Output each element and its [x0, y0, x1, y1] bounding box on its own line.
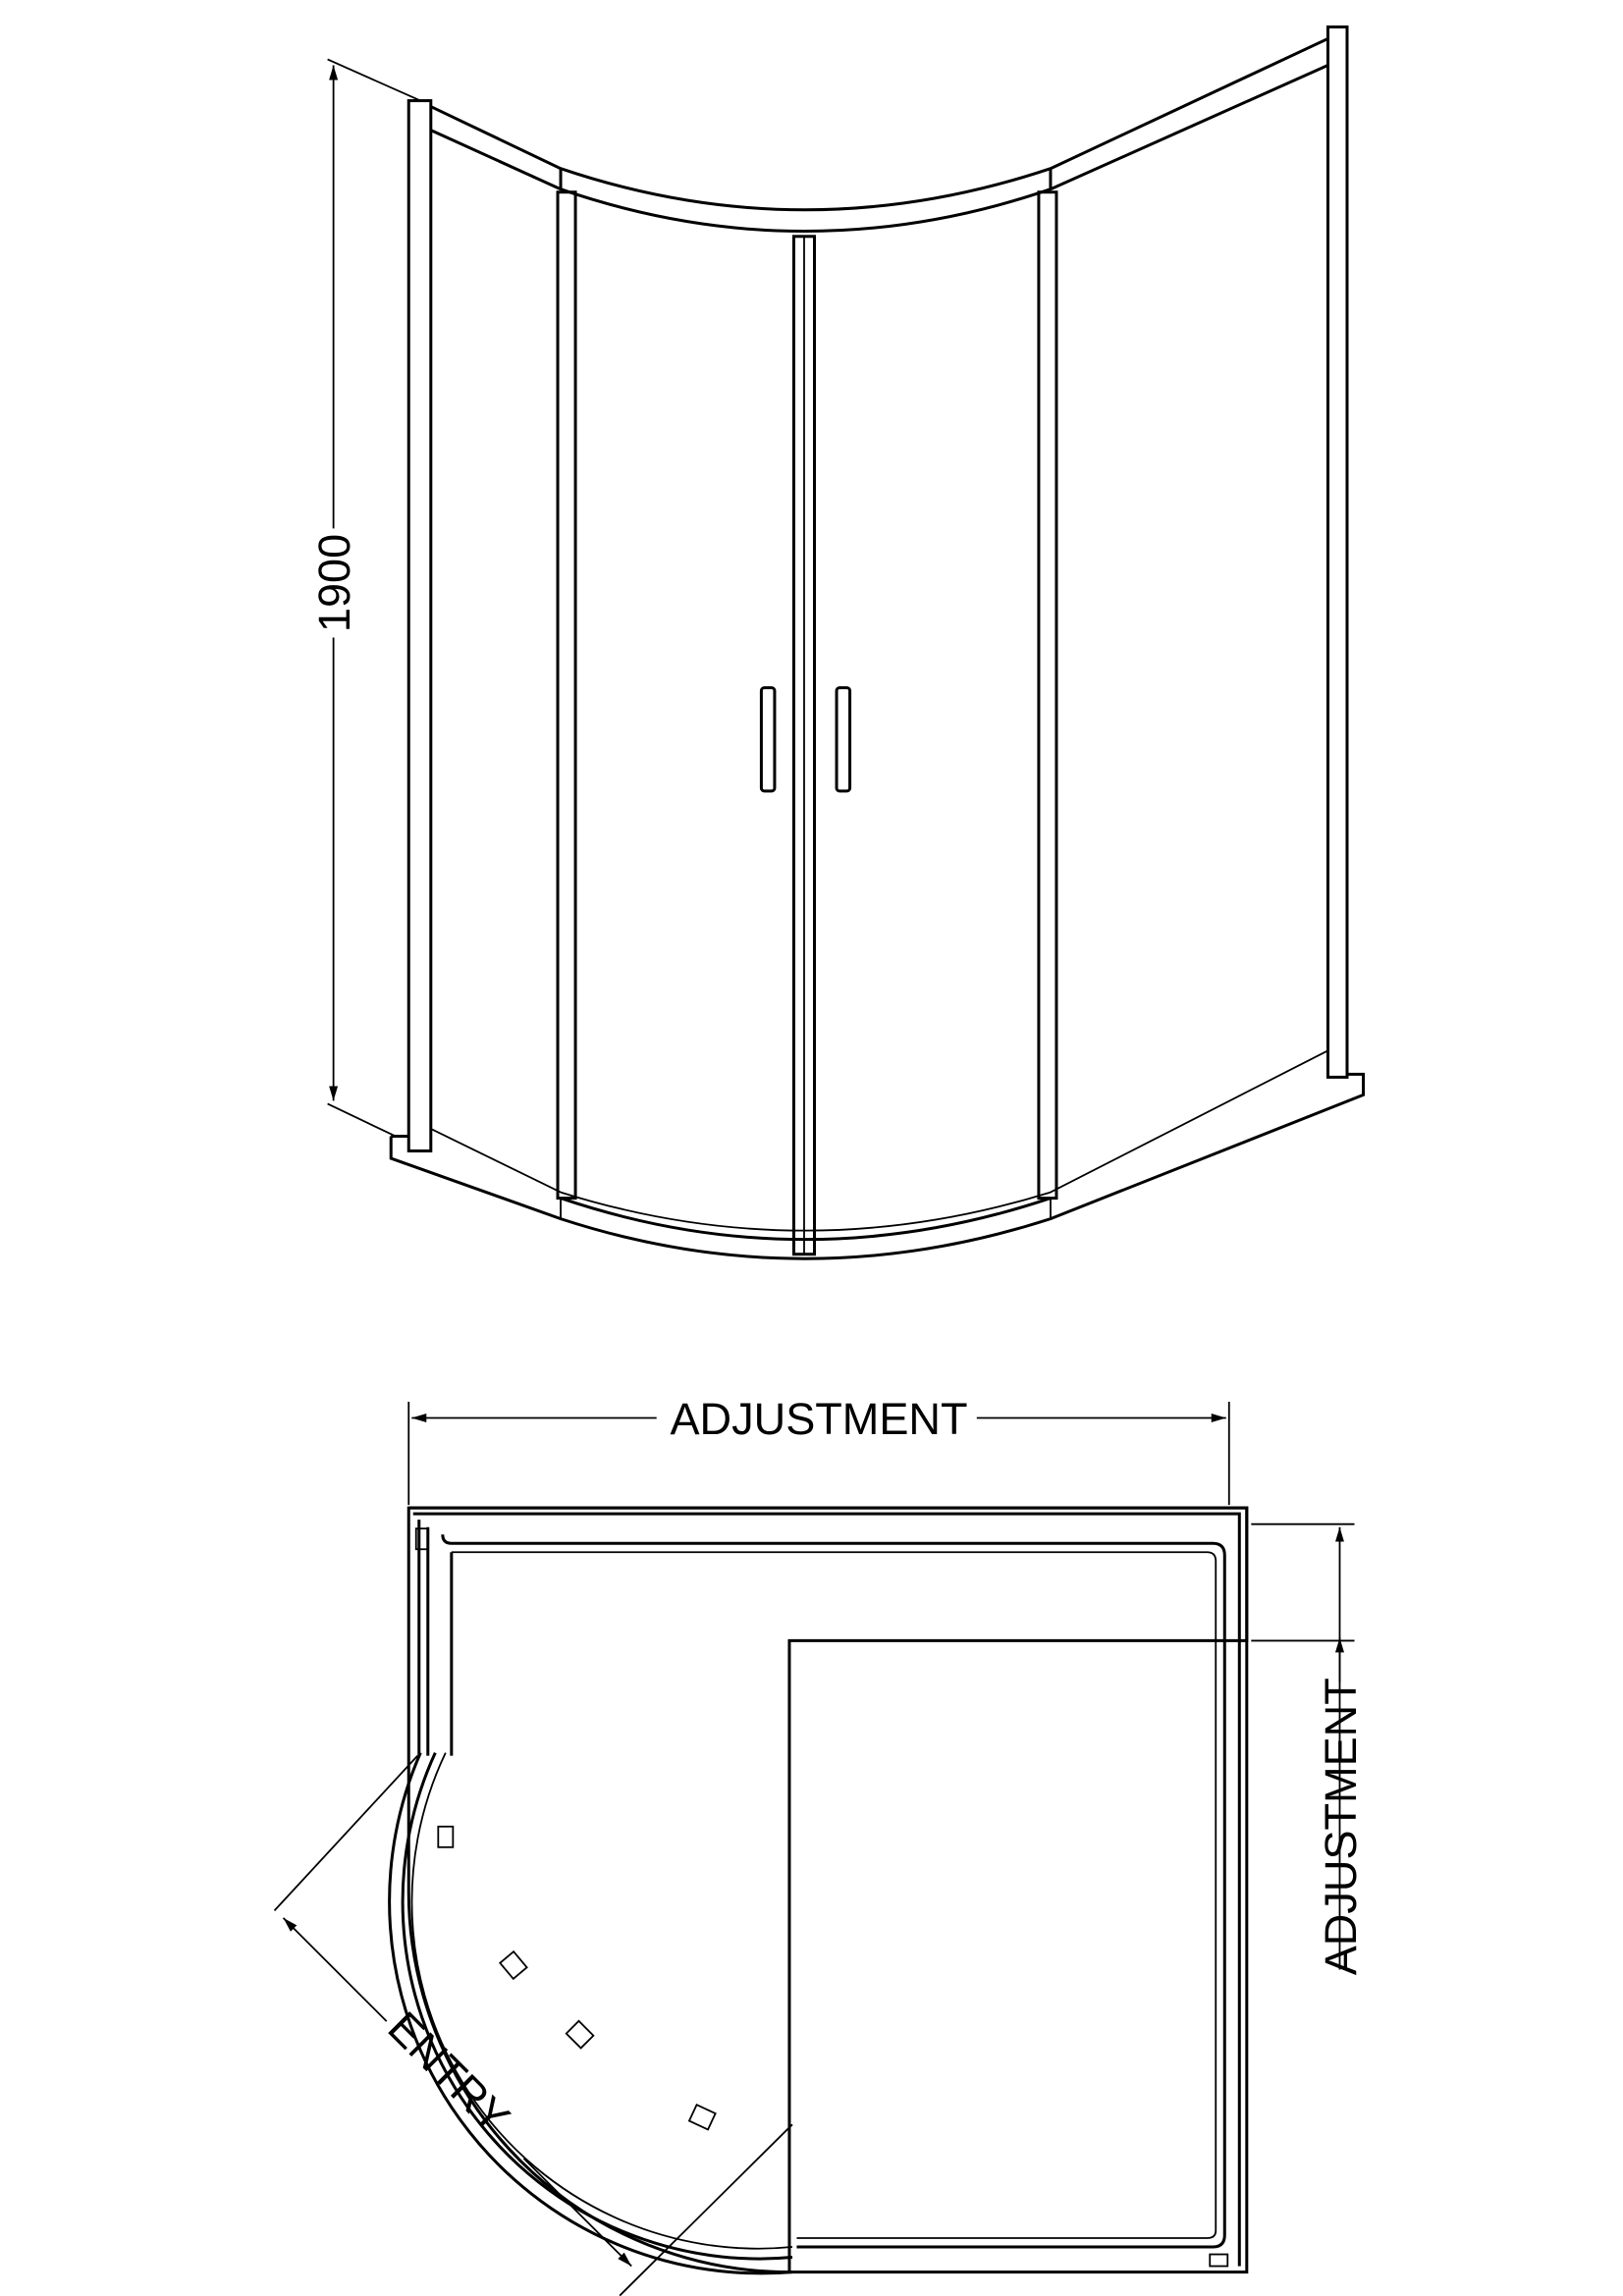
- left-door-handle: [759, 686, 777, 793]
- depth-label: ADJUSTMENT: [1316, 1678, 1366, 1975]
- entry-label: ENTRY: [379, 2002, 520, 2144]
- entry-dimension: ENTRY: [273, 1755, 793, 2296]
- height-dimension: 1900: [309, 58, 421, 1138]
- tray-outline: [388, 1506, 1249, 2275]
- width-label: ADJUSTMENT: [670, 1394, 967, 1444]
- right-door-handle: [835, 686, 852, 793]
- depth-dimension: ADJUSTMENT: [1251, 1522, 1366, 1975]
- height-label: 1900: [309, 534, 359, 632]
- roller-bracket: [437, 1825, 717, 2131]
- width-dimension: ADJUSTMENT: [407, 1394, 1230, 1506]
- plan-view: ADJUSTMENT ADJUSTMENT: [273, 1394, 1366, 2296]
- elevation-view: 1900: [309, 25, 1366, 1260]
- enclosure-frame: [389, 25, 1366, 1260]
